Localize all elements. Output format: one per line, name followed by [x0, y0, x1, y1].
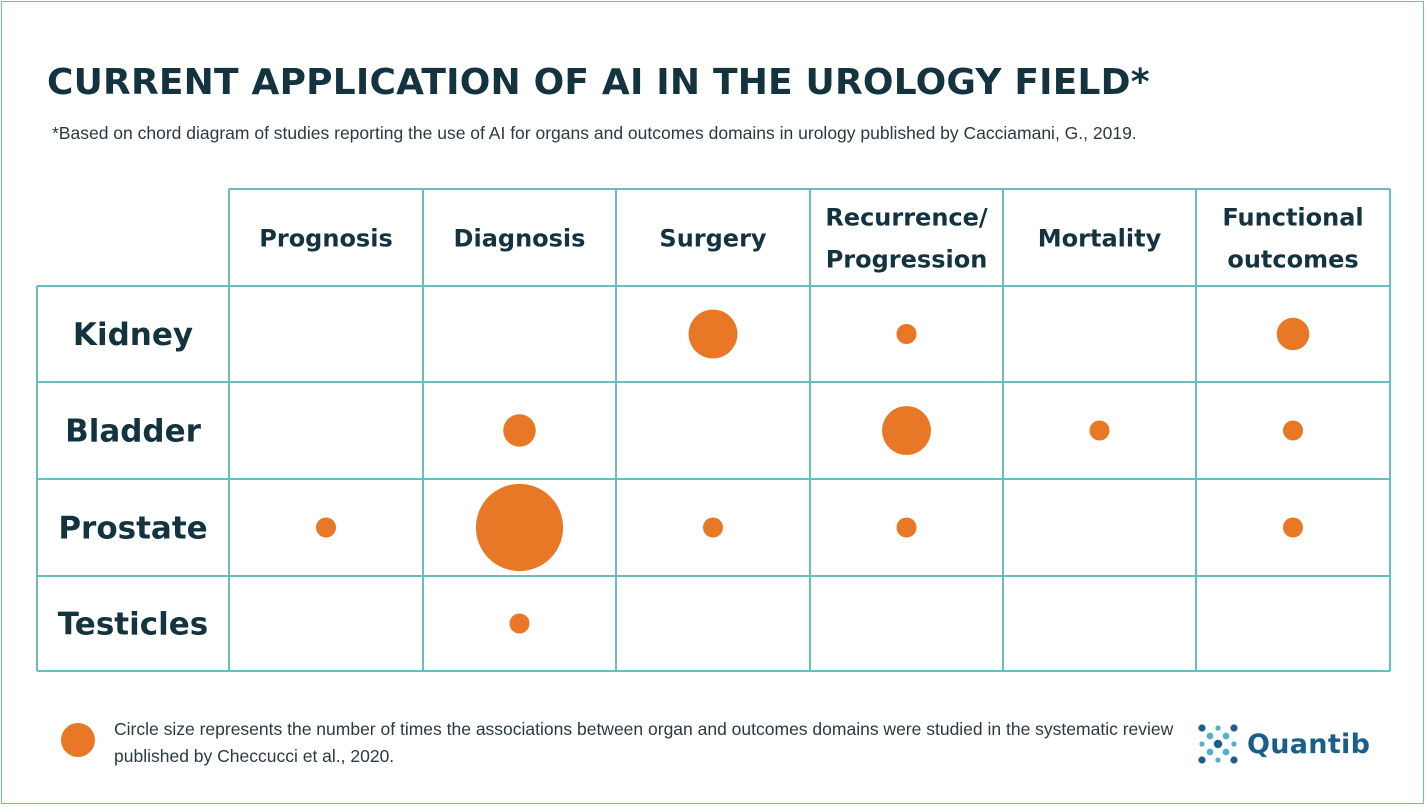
data-bubble	[503, 414, 536, 447]
column-header: Progression	[826, 246, 988, 274]
data-bubble	[475, 483, 564, 572]
row-label: Prostate	[58, 511, 207, 547]
data-bubble	[1089, 420, 1110, 441]
column-header: Functional	[1222, 204, 1363, 232]
column-header: Diagnosis	[454, 225, 586, 253]
data-bubble	[316, 517, 336, 538]
column-header: outcomes	[1227, 246, 1358, 274]
data-bubble	[1283, 517, 1303, 538]
row-label: Kidney	[73, 317, 193, 353]
quantib-logo-icon	[1198, 724, 1238, 764]
column-header: Prognosis	[259, 225, 392, 253]
page-title: CURRENT APPLICATION OF AI IN THE UROLOGY…	[47, 62, 1150, 103]
data-bubble	[1276, 317, 1310, 351]
row-label: Testicles	[58, 607, 208, 643]
data-bubble	[896, 324, 917, 344]
data-bubble	[882, 406, 931, 455]
column-header: Recurrence/	[825, 204, 988, 232]
bubble-matrix-chart: Prognosis Diagnosis Surgery Recurrence/Prog…	[36, 188, 1391, 672]
page-subtitle: *Based on chord diagram of studies repor…	[52, 123, 1137, 143]
logo-text: Quantib	[1247, 728, 1371, 760]
legend-dot	[61, 723, 95, 757]
data-bubble	[688, 309, 738, 359]
data-bubble	[703, 517, 723, 538]
data-bubble	[896, 517, 917, 538]
data-bubble	[1283, 420, 1303, 441]
legend-text: Circle size represents the number of tim…	[114, 719, 1174, 766]
column-header: Surgery	[659, 225, 767, 253]
column-header: Mortality	[1038, 225, 1162, 253]
row-label: Bladder	[65, 414, 202, 450]
data-bubble	[509, 613, 530, 634]
quantib-logo: Quantib	[1197, 723, 1370, 765]
